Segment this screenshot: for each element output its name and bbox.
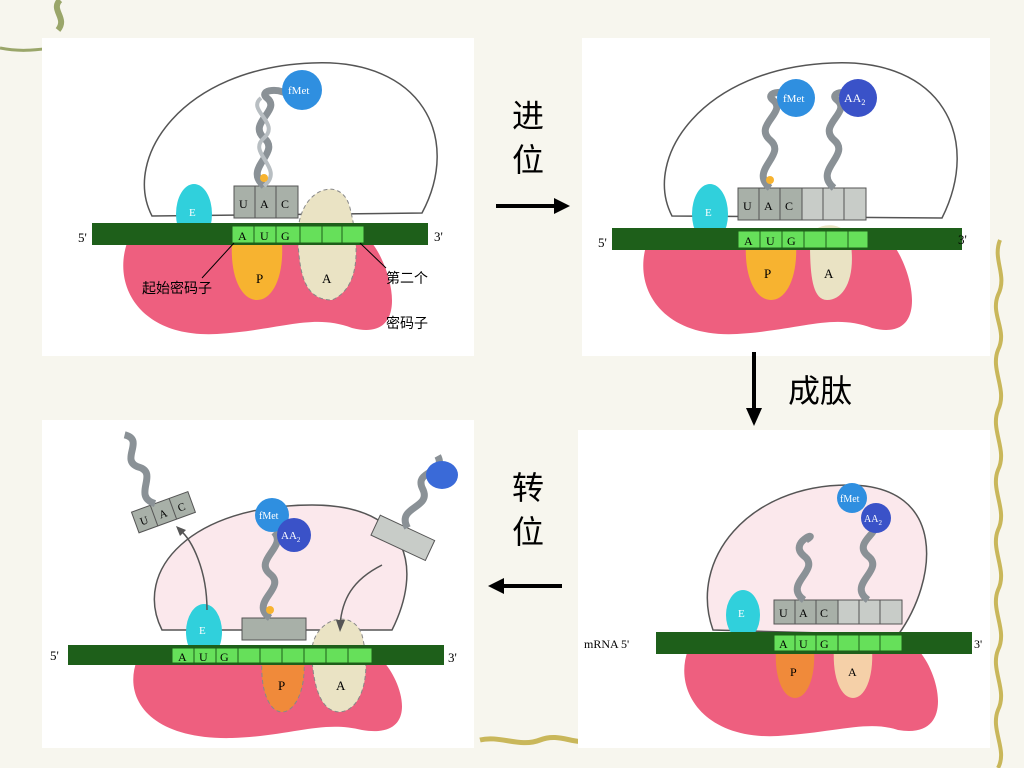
svg-text:U: U: [779, 606, 788, 620]
svg-text:fMet: fMet: [288, 85, 309, 97]
arrow-down-icon: [746, 352, 762, 426]
trna-helix: [253, 87, 295, 189]
p-site: [775, 648, 815, 698]
svg-text:3': 3': [958, 232, 967, 247]
a-site: [833, 648, 873, 698]
svg-text:A: A: [322, 271, 332, 286]
svg-text:P: P: [790, 665, 797, 679]
exit-arrow: [179, 529, 208, 611]
svg-text:U: U: [743, 199, 752, 213]
svg-text:G: G: [220, 650, 229, 664]
p-site: [231, 243, 283, 300]
svg-text:E: E: [189, 207, 196, 219]
svg-text:A: A: [260, 197, 269, 211]
svg-text:C: C: [176, 501, 187, 515]
codon-second: [237, 647, 373, 664]
panel-peptide-bond: E A U G mRNA 5' 3' U A C fMet AA2 P A: [578, 430, 990, 748]
a-site: [311, 618, 367, 713]
arrow-right-icon: [496, 198, 570, 214]
p-site: [261, 659, 305, 713]
ejected-anticodon-block: [130, 490, 197, 534]
step-label-entry: 进 位: [511, 97, 544, 179]
arrow-left-icon: [488, 578, 562, 594]
fmet-amino-acid: [282, 70, 322, 110]
svg-text:A: A: [336, 678, 346, 693]
fmet-amino-acid: [255, 498, 289, 532]
anticodon-block-center: [241, 617, 307, 641]
svg-text:U: U: [139, 514, 151, 528]
second-codon-label-1: 第二个: [386, 270, 428, 287]
aa2-amino-acid: [839, 79, 877, 117]
codon-second: [299, 225, 365, 244]
svg-text:P: P: [256, 271, 263, 286]
ribosome-large-subunit: [143, 62, 438, 217]
svg-text:E: E: [705, 207, 712, 219]
svg-text:A: A: [744, 234, 753, 248]
svg-text:fMet: fMet: [840, 494, 860, 505]
svg-text:G: G: [281, 229, 290, 243]
svg-text:A: A: [238, 229, 247, 243]
svg-text:G: G: [787, 234, 796, 248]
panel-initiation: E A U G 5' 3' U A C fMet 起始密码子 第二个 密码子 P…: [42, 38, 474, 356]
trna-helix-center: [259, 529, 281, 621]
codon-second: [803, 230, 869, 249]
step-label-peptide-bond: 成肽: [788, 372, 853, 410]
panel-translocation: E A U G 5' 3' fMet AA2 U A C P A: [42, 420, 474, 748]
ribosome-large-subunit: [153, 504, 408, 631]
ribosome-large-subunit: [663, 62, 958, 219]
svg-text:U: U: [766, 234, 775, 248]
svg-text:AA2: AA2: [281, 530, 301, 544]
svg-text:P: P: [278, 678, 285, 693]
svg-text:fMet: fMet: [259, 511, 279, 522]
svg-text:5': 5': [598, 235, 607, 250]
svg-text:fMet: fMet: [783, 93, 804, 105]
svg-text:5': 5': [50, 648, 59, 663]
svg-text:G: G: [820, 637, 829, 651]
mrna-5-prime-label: mRNA 5': [584, 637, 629, 651]
svg-text:U: U: [239, 197, 248, 211]
fmet-amino-acid: [837, 483, 867, 513]
codon-second: [837, 634, 903, 652]
svg-text:5': 5': [78, 230, 87, 245]
svg-text:C: C: [281, 197, 289, 211]
entry-arrow: [339, 564, 383, 626]
svg-text:A: A: [848, 665, 857, 679]
svg-text:A: A: [178, 650, 187, 664]
trna-helix-1: [759, 89, 801, 191]
p-site: [745, 243, 797, 300]
svg-text:A: A: [157, 507, 169, 521]
svg-text:AA2: AA2: [844, 91, 865, 107]
ribosome-small-subunit: [684, 650, 938, 737]
incoming-amino-acid: [426, 461, 458, 489]
svg-text:A: A: [799, 606, 808, 620]
svg-text:C: C: [820, 606, 828, 620]
svg-text:A: A: [764, 199, 773, 213]
start-codon-label: 起始密码子: [142, 280, 212, 297]
trna-helix-1: [793, 532, 814, 603]
svg-text:P: P: [764, 266, 771, 281]
svg-text:3': 3': [434, 229, 443, 244]
svg-text:A: A: [779, 637, 788, 651]
svg-text:3': 3': [974, 637, 982, 651]
second-codon-label-2: 密码子: [386, 315, 428, 332]
svg-text:E: E: [199, 625, 206, 637]
svg-text:U: U: [199, 650, 208, 664]
svg-text:C: C: [785, 199, 793, 213]
aa2-amino-acid: [861, 503, 891, 533]
fmet-amino-acid: [777, 79, 815, 117]
svg-text:A: A: [824, 266, 834, 281]
svg-text:AA2: AA2: [864, 514, 882, 527]
svg-text:U: U: [260, 229, 269, 243]
anticodon-block-2: [801, 187, 867, 221]
svg-text:E: E: [738, 608, 745, 620]
panel-entry: E A U G 5' 3' U A C fMet AA2 P A: [582, 38, 990, 356]
svg-text:U: U: [799, 637, 808, 651]
aa2-amino-acid: [277, 518, 311, 552]
ejected-trna: U A C: [123, 431, 197, 534]
step-label-translocation: 转 位: [511, 469, 544, 551]
e-site: [726, 590, 760, 640]
anticodon-block-2: [837, 599, 903, 625]
svg-text:3': 3': [448, 650, 457, 665]
